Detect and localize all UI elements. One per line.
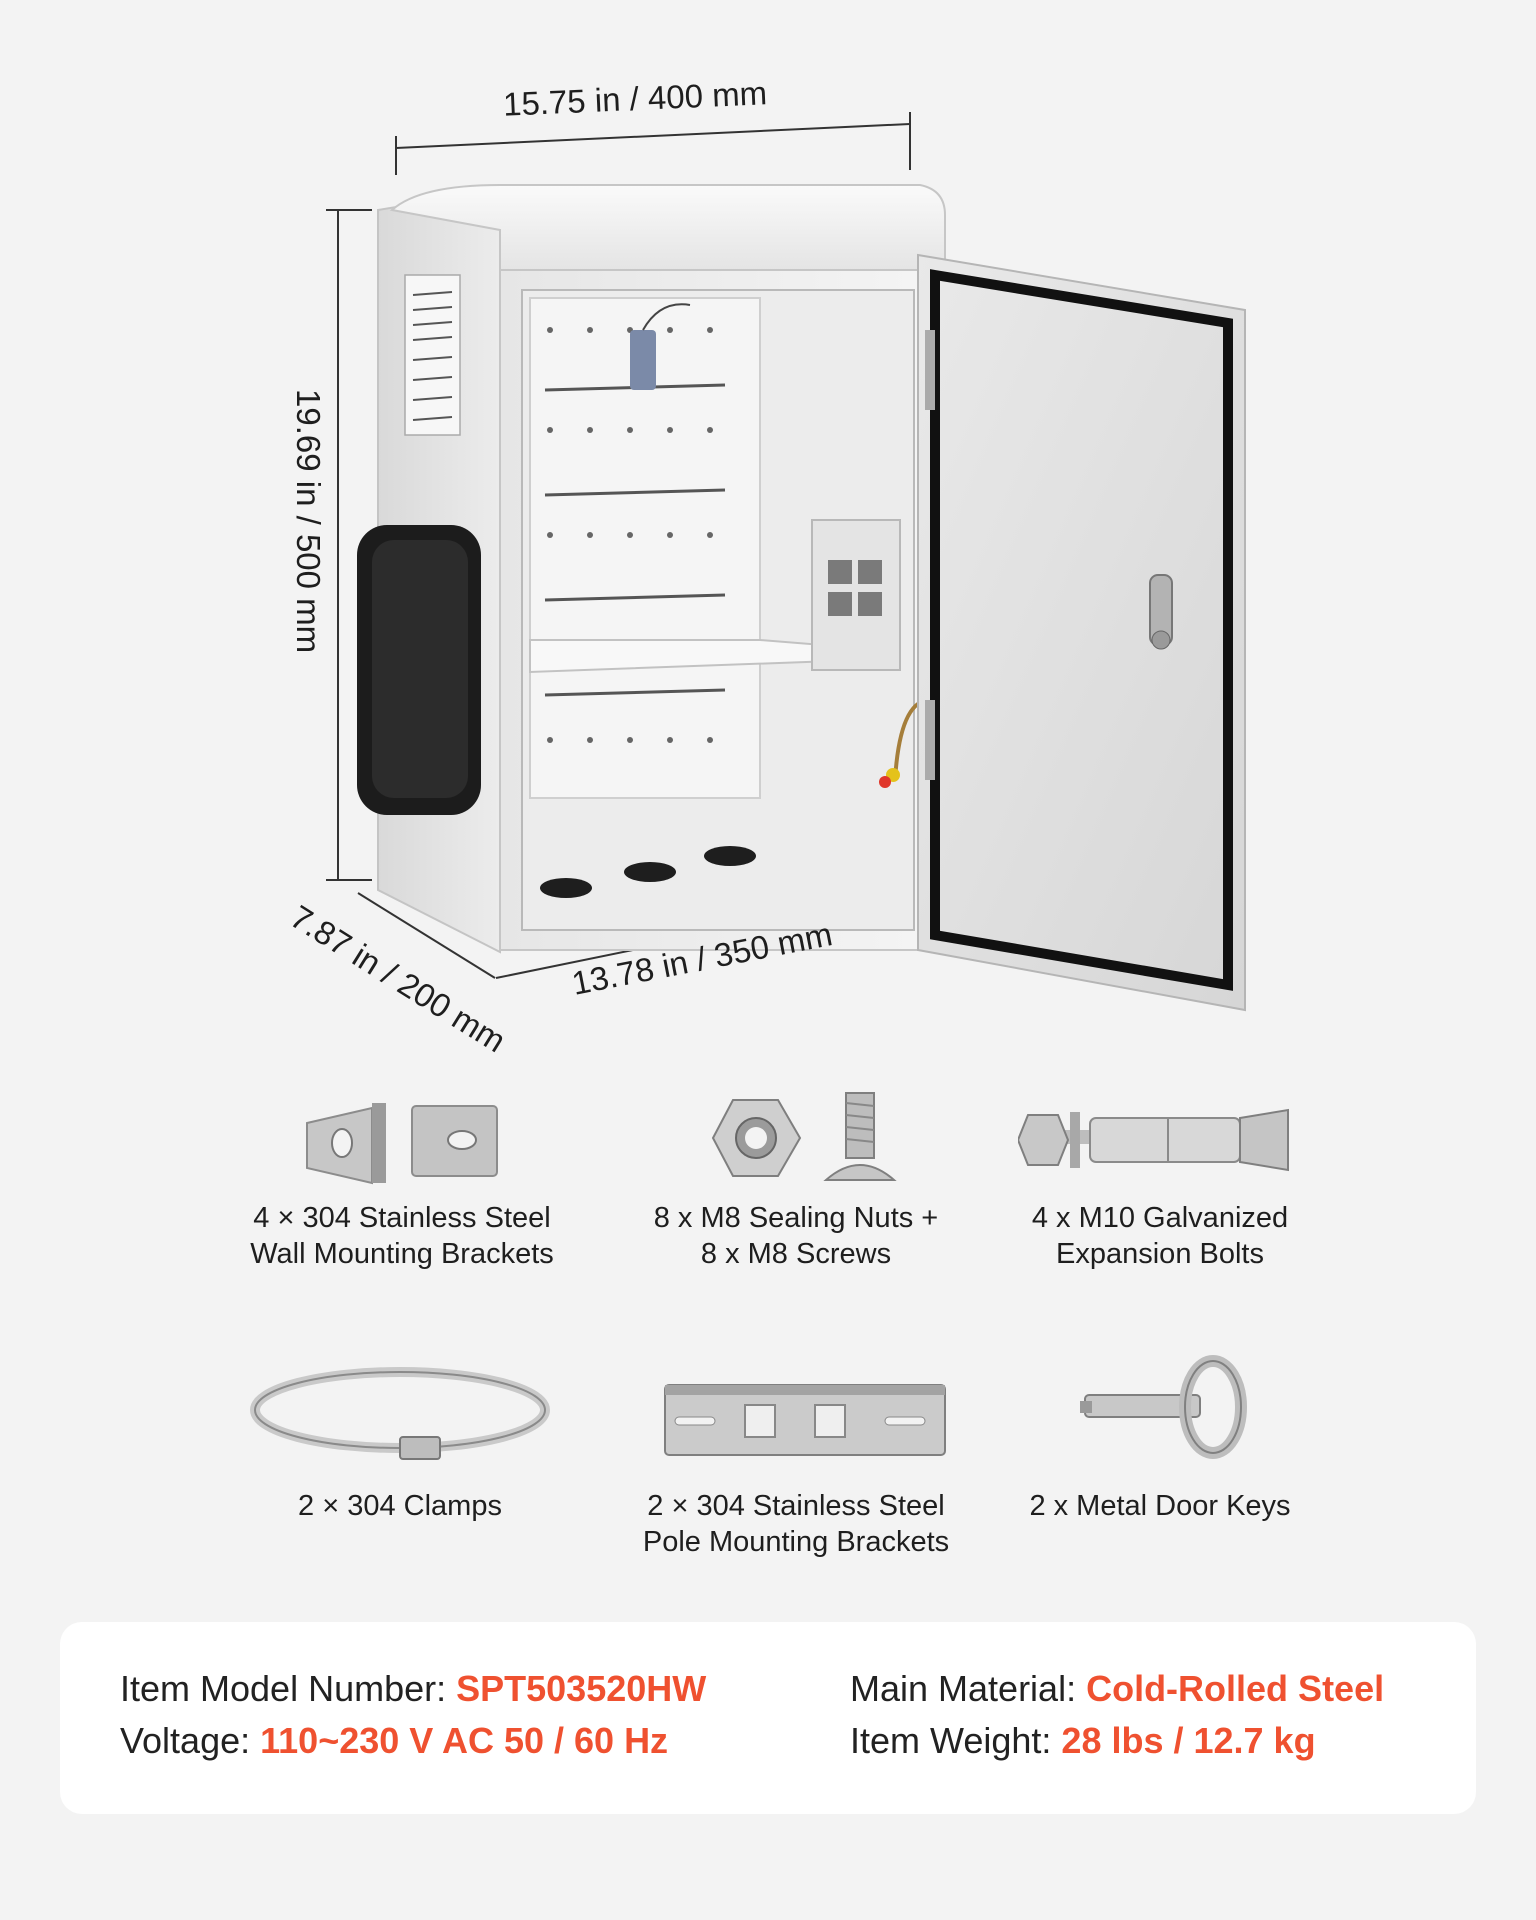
hose-clamp-icon: [250, 1367, 550, 1460]
vent-mount: [811, 519, 901, 671]
pole-bracket-icon: [664, 1384, 946, 1456]
door-hinge: [925, 700, 935, 780]
weight-value: 28 lbs / 12.7 kg: [1061, 1720, 1316, 1761]
spec-weight: Item Weight: 28 lbs / 12.7 kg: [850, 1720, 1316, 1761]
nut-screw-icon: [711, 1092, 897, 1181]
nameplate-lines: [412, 291, 453, 421]
spec-card: Item Model Number: SPT503520HW Voltage: …: [60, 1622, 1476, 1814]
accessory-expansion-bolts: 4 x M10 Galvanized Expansion Bolts: [1031, 1202, 1289, 1270]
cable-gland: [624, 862, 676, 882]
material-value: Cold-Rolled Steel: [1086, 1668, 1385, 1709]
mounting-plate-holes: [547, 327, 713, 743]
nameplate: [404, 274, 461, 436]
voltage-value: 110~230 V AC 50 / 60 Hz: [260, 1720, 669, 1761]
spec-voltage: Voltage: 110~230 V AC 50 / 60 Hz: [120, 1720, 669, 1761]
terminal-block: [630, 330, 656, 390]
door-key-icon: [1080, 1355, 1247, 1459]
spec-material: Main Material: Cold-Rolled Steel: [850, 1668, 1385, 1709]
accessory-nuts-screws: 8 x M8 Sealing Nuts + 8 x M8 Screws: [653, 1202, 939, 1270]
cable-gland: [704, 846, 756, 866]
accessory-pole-brackets: 2 × 304 Stainless Steel Pole Mounting Br…: [642, 1490, 950, 1558]
enclosure-illustration: [326, 112, 1246, 1012]
cable-gland: [540, 878, 592, 898]
accessory-door-keys: 2 x Metal Door Keys: [1029, 1490, 1291, 1522]
model-number-value: SPT503520HW: [456, 1668, 707, 1709]
enclosure-rain-hood: [389, 184, 946, 276]
door-hinge: [925, 330, 935, 410]
enclosure-door: [917, 253, 1246, 1012]
accessory-wall-brackets: 4 × 304 Stainless Steel Wall Mounting Br…: [250, 1202, 554, 1270]
expansion-bolt-icon: [1018, 1108, 1289, 1172]
wall-bracket-icon: [306, 1103, 498, 1185]
accessory-clamps: 2 × 304 Clamps: [298, 1490, 502, 1522]
spec-model: Item Model Number: SPT503520HW: [120, 1668, 707, 1709]
height-dimension-label: 19.69 in / 500 mm: [290, 389, 327, 654]
